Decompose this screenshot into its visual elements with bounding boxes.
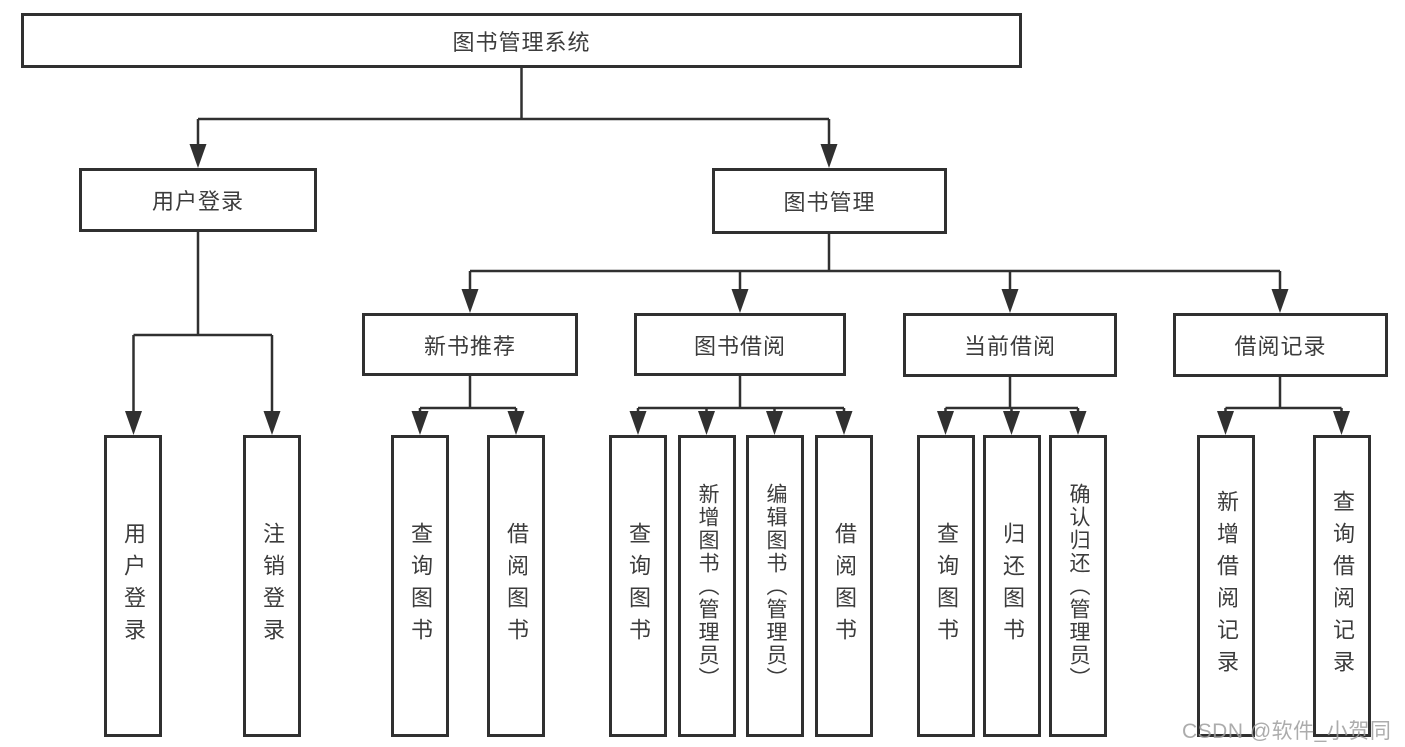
leaf-confirm-return-admin: 确认归还（管理员） (1049, 435, 1107, 737)
node-new-book-recommendation: 新书推荐 (362, 313, 578, 376)
node-user-login: 用户登录 (79, 168, 317, 232)
leaf-borrow-books-recommend: 借阅图书 (487, 435, 545, 737)
leaf-user-login: 用户登录 (104, 435, 162, 737)
leaf-add-borrow-record: 新增借阅记录 (1197, 435, 1255, 737)
leaf-borrow-books: 借阅图书 (815, 435, 873, 737)
leaf-query-books-borrow: 查询图书 (609, 435, 667, 737)
leaf-query-borrow-record: 查询借阅记录 (1313, 435, 1371, 737)
leaf-add-books-admin: 新增图书（管理员） (678, 435, 736, 737)
node-library-management-system: 图书管理系统 (21, 13, 1022, 68)
leaf-edit-books-admin: 编辑图书（管理员） (746, 435, 804, 737)
node-current-borrowing: 当前借阅 (903, 313, 1117, 377)
node-book-borrowing: 图书借阅 (634, 313, 846, 376)
leaf-query-books-current: 查询图书 (917, 435, 975, 737)
leaf-return-books: 归还图书 (983, 435, 1041, 737)
node-book-management: 图书管理 (712, 168, 947, 234)
csdn-watermark: CSDN @软件_小贺同学 (1182, 720, 1392, 743)
leaf-query-books-recommend: 查询图书 (391, 435, 449, 737)
node-borrowing-records: 借阅记录 (1173, 313, 1388, 377)
leaf-logout: 注销登录 (243, 435, 301, 737)
